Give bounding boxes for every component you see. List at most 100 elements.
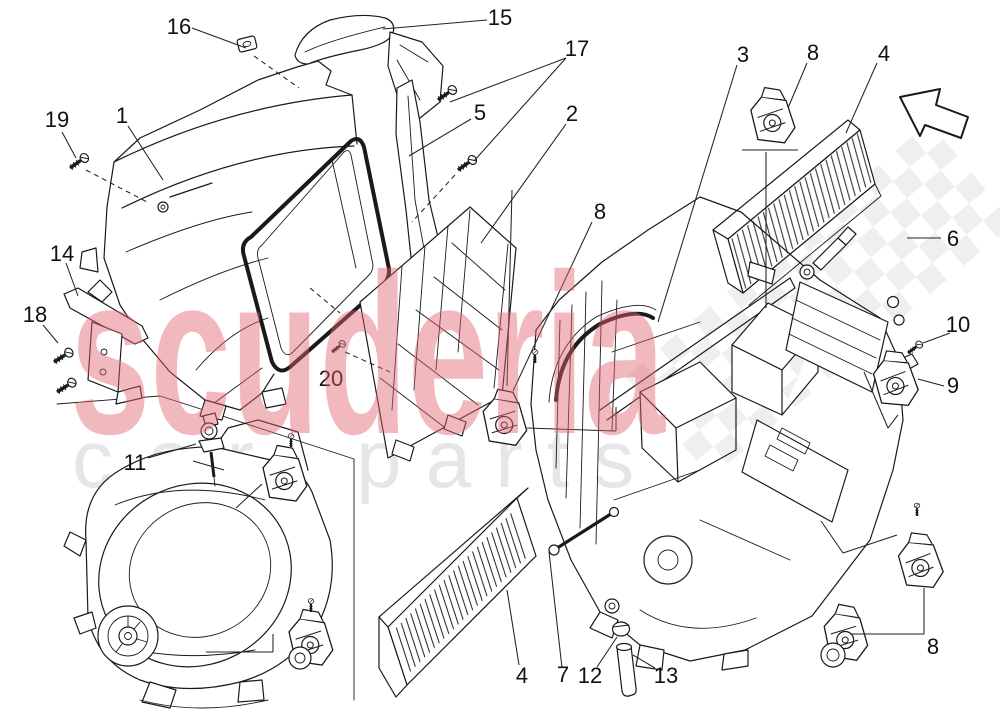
leader-line (253, 55, 300, 89)
checker-square (915, 262, 947, 294)
callout-3: 3 (737, 42, 749, 67)
callout-6: 6 (947, 226, 959, 251)
leader-line (512, 221, 593, 392)
leader-line (917, 378, 945, 387)
leader-line (787, 62, 808, 109)
callout-13: 13 (654, 663, 678, 688)
checker-square (859, 195, 891, 227)
checker-square (625, 362, 657, 394)
actuator-8a (748, 84, 798, 147)
callout-2: 2 (566, 101, 578, 126)
leader-line (408, 118, 472, 157)
screw-8c-mount (913, 502, 921, 518)
checker-square (983, 206, 1000, 238)
bracket-14-drawing (63, 287, 149, 405)
grid-panel-drawing (359, 206, 517, 462)
callout-18: 18 (23, 302, 47, 327)
leader-line (235, 483, 263, 509)
checker-square (890, 198, 922, 230)
callout-5: 5 (474, 100, 486, 125)
checker-square (682, 429, 714, 461)
checker-square (895, 136, 927, 168)
leader-line (526, 427, 617, 432)
callout-11: 11 (124, 450, 147, 475)
leader-line (127, 125, 164, 181)
checker-square (693, 306, 725, 338)
checker-square (716, 401, 748, 433)
callout-12: 12 (578, 663, 602, 688)
leader-line (657, 64, 738, 323)
filter-bottom-drawing (378, 487, 537, 698)
leader-lines (42, 19, 951, 669)
screw-19 (65, 150, 92, 174)
checker-square (713, 432, 745, 464)
checker-square (918, 232, 950, 263)
checker-square (923, 170, 955, 202)
leader-line (863, 371, 889, 429)
heater-box-drawing (79, 60, 392, 421)
actuator-blower-lower-motor (288, 646, 312, 670)
leader-line (449, 57, 567, 103)
callout-9: 9 (947, 373, 959, 398)
leader-line (411, 174, 456, 223)
callout-8b: 8 (594, 199, 606, 224)
leader-line (632, 654, 656, 669)
checker-square (892, 167, 924, 199)
leader-line (548, 551, 563, 669)
blower-assembly-drawing (63, 419, 333, 709)
checker-square (926, 139, 958, 171)
leader-line (842, 534, 898, 554)
callout-1: 1 (116, 103, 128, 128)
leader-line (85, 169, 148, 203)
checker-square (954, 172, 986, 204)
checker-square (856, 226, 888, 258)
checker-square (853, 257, 885, 289)
leader-line (845, 62, 878, 134)
leader-line (192, 460, 225, 471)
actuator-8c-lower-motor (820, 642, 846, 668)
leader-line (147, 443, 197, 459)
leader-line (922, 332, 951, 344)
sensor-11-drawing (198, 412, 225, 487)
checker-square (887, 229, 919, 261)
checker-square (690, 337, 722, 368)
leader-line (382, 19, 488, 30)
callout-15: 15 (488, 5, 512, 30)
checker-square (659, 334, 691, 366)
callout-10: 10 (946, 312, 970, 337)
view-direction-arrow (899, 88, 969, 139)
screw-10 (904, 338, 926, 358)
checker-square (822, 254, 854, 286)
leader-line (506, 589, 520, 666)
leader-line (42, 324, 59, 344)
screw-17b (453, 152, 480, 176)
checker-square (884, 260, 916, 292)
actuator-8c-upper (894, 528, 946, 593)
leader-line (309, 287, 341, 314)
leader-line (480, 123, 567, 244)
leader-line (65, 262, 79, 297)
checker-square (949, 234, 981, 266)
leader-line (61, 131, 77, 159)
filter-top-drawing (712, 119, 882, 306)
clip-16-drawing (236, 35, 258, 53)
leader-line (473, 57, 567, 162)
callout-14: 14 (50, 241, 74, 266)
callout-17: 17 (565, 36, 589, 61)
callout-8a: 8 (807, 40, 819, 65)
callout-7: 7 (557, 662, 569, 687)
checker-square (921, 201, 953, 233)
leader-line (820, 520, 844, 554)
checker-square (952, 203, 984, 235)
leader-line (506, 189, 513, 387)
leader-line (887, 414, 899, 429)
callout-20: 20 (319, 366, 343, 391)
callout-4a: 4 (878, 41, 890, 66)
callout-16: 16 (167, 14, 191, 39)
callout-4b: 4 (516, 663, 528, 688)
temp-probe-drawing (799, 226, 857, 280)
